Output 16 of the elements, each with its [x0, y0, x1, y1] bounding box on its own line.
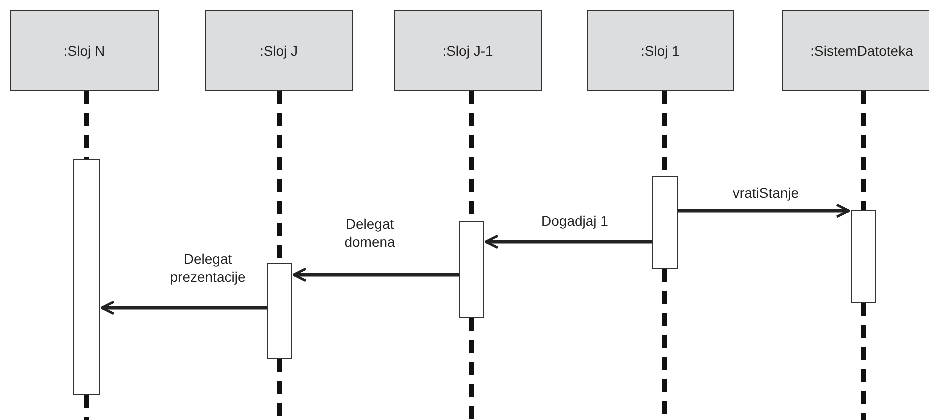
lifeline-header: :Sloj 1	[587, 10, 734, 91]
activation-bar	[652, 176, 678, 269]
activation-bar	[267, 263, 292, 359]
activation-bar	[459, 221, 484, 318]
lifeline	[84, 91, 89, 159]
lifeline-header: :Sloj J	[205, 10, 353, 91]
message-arrow	[484, 234, 652, 250]
lifeline	[861, 91, 866, 210]
message-arrow	[292, 268, 459, 282]
message-arrow	[100, 300, 267, 316]
message-arrow	[678, 204, 850, 218]
lifeline-header: :Sloj N	[10, 10, 159, 91]
lifeline-header: :SistemDatoteka	[782, 10, 929, 91]
activation-bar	[851, 210, 876, 303]
lifeline-header: :Sloj J-1	[394, 10, 542, 91]
activation-bar	[73, 159, 100, 395]
